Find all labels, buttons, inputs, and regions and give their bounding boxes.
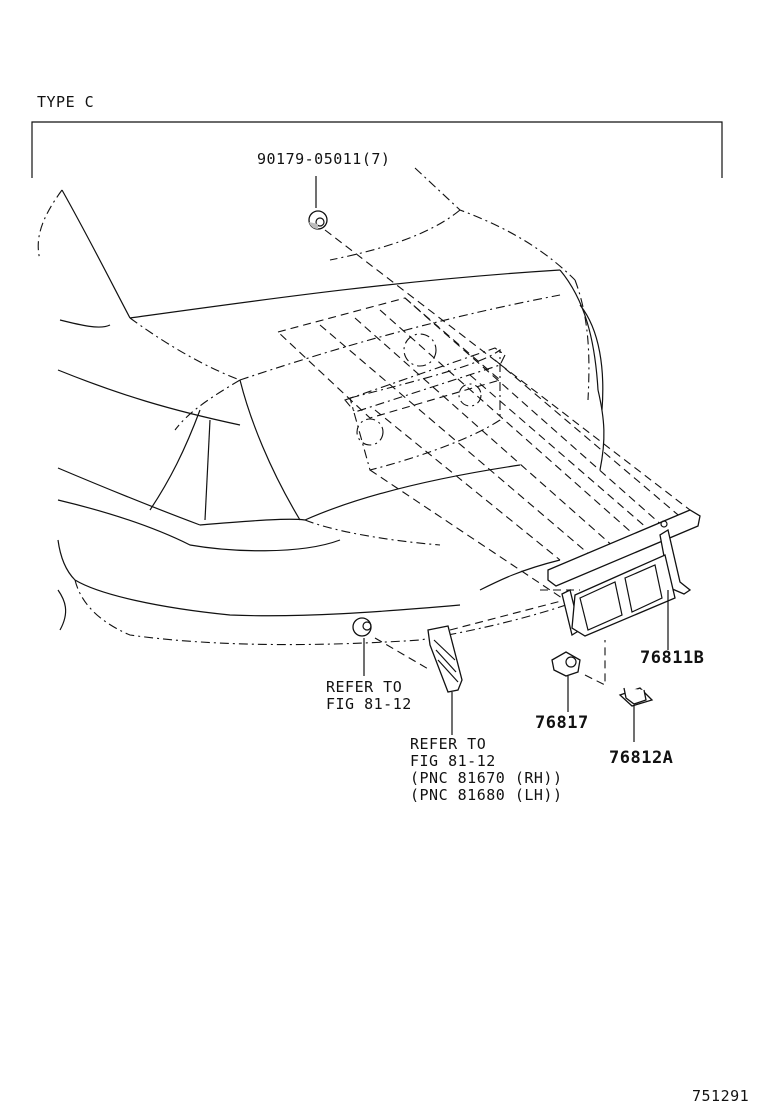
left-ref-line2: FIG 81-12 <box>326 695 412 713</box>
clip-left <box>352 617 372 676</box>
bracket-76812a[interactable] <box>618 687 654 742</box>
nut-90179-05011[interactable] <box>308 176 328 230</box>
car-body-hidden-lines <box>37 167 590 646</box>
nut-qty: (7) <box>361 150 391 168</box>
lamp-ref-line3: (PNC 81670 (RH)) <box>410 769 563 787</box>
nut-part-number: 90179-05011 <box>257 150 362 168</box>
part-number-bracket[interactable]: 76812A <box>609 748 674 768</box>
lamp-ref-line2: FIG 81-12 <box>410 752 496 770</box>
garnish-phantom <box>344 347 506 413</box>
car-body-outline <box>57 189 605 631</box>
assembly-lines <box>319 229 691 686</box>
left-ref-line1: REFER TO <box>326 678 403 696</box>
left-reference[interactable]: REFER TO FIG 81-12 <box>326 679 412 713</box>
diagram-type-label: TYPE C <box>37 93 95 111</box>
lamp-reference[interactable]: REFER TO FIG 81-12 (PNC 81670 (RH)) (PNC… <box>410 736 563 804</box>
clip-76817[interactable] <box>551 651 581 712</box>
part-number-garnish[interactable]: 76811B <box>640 648 705 668</box>
part-number-nut[interactable]: 90179-05011(7) <box>257 151 390 168</box>
garnish-76811b[interactable] <box>547 509 701 650</box>
rear-lamp <box>427 625 463 735</box>
lamp-ref-line4: (PNC 81680 (LH)) <box>410 786 563 804</box>
figure-id: 751291 <box>692 1087 750 1105</box>
part-number-clip[interactable]: 76817 <box>535 713 589 733</box>
plate-recess <box>276 297 502 471</box>
group-frame <box>31 121 723 178</box>
lamp-ref-line1: REFER TO <box>410 735 487 753</box>
